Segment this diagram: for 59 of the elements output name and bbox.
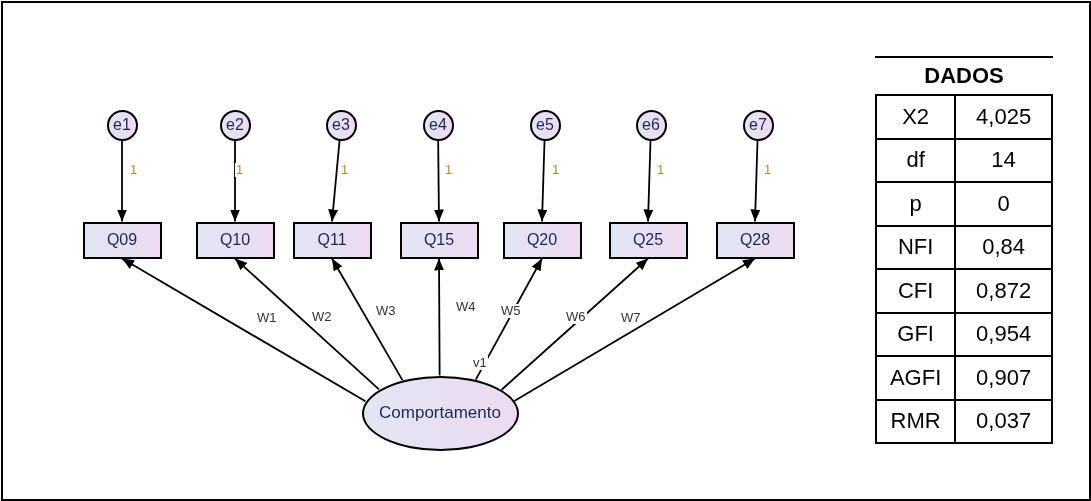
- fit-index-cell: NFI: [876, 225, 956, 269]
- fit-index-cell: AGFI: [876, 356, 956, 400]
- arrow: [474, 257, 543, 381]
- edge-label: 1: [444, 163, 454, 177]
- edge-label: W2: [311, 310, 333, 324]
- arrow: [537, 139, 548, 223]
- fit-index-cell: RMR: [876, 399, 956, 443]
- fit-index-cell: CFI: [876, 269, 956, 313]
- arrow: [643, 139, 654, 223]
- fit-index-cell: p: [876, 182, 956, 226]
- variable-box: Q25: [608, 221, 688, 259]
- edge-label: W6: [565, 310, 587, 324]
- error-circle: e1: [106, 109, 138, 141]
- fit-value-cell: 0,872: [955, 269, 1052, 313]
- arrow: [434, 257, 445, 377]
- edge-label: 1: [235, 163, 245, 177]
- variable-box: Q28: [715, 221, 795, 259]
- edge-label: 1: [551, 163, 561, 177]
- error-circle: e6: [635, 109, 667, 141]
- error-circle: e5: [529, 109, 561, 141]
- edge-label: W4: [455, 300, 477, 314]
- edge-label: W5: [500, 304, 522, 318]
- fit-index-cell: X2: [876, 95, 956, 139]
- arrow: [500, 257, 649, 391]
- edge-label: W7: [620, 311, 642, 325]
- latent-ellipse: Comportamento: [361, 375, 519, 451]
- variable-box: Q15: [399, 221, 479, 259]
- arrow: [117, 139, 127, 223]
- fit-value-cell: 4,025: [955, 95, 1052, 139]
- fit-value-cell: 0,84: [955, 225, 1052, 269]
- variable-box: Q20: [502, 221, 582, 259]
- edge-label: 1: [656, 163, 666, 177]
- arrow: [433, 139, 444, 223]
- variable-box: Q11: [292, 221, 372, 259]
- edge-label: W1: [256, 311, 278, 325]
- fit-value-cell: 0: [955, 182, 1052, 226]
- arrow: [750, 139, 761, 223]
- error-circle: e4: [422, 109, 454, 141]
- arrow: [328, 139, 341, 223]
- error-circle: e3: [325, 109, 357, 141]
- edge-label: 1: [340, 163, 350, 177]
- edge-label: 1: [129, 163, 139, 177]
- edge-label: 1: [763, 163, 773, 177]
- fit-value-cell: 14: [955, 138, 1052, 182]
- arrow: [234, 257, 380, 391]
- table-title: DADOS: [923, 62, 1005, 90]
- fit-index-cell: df: [876, 138, 956, 182]
- fit-value-cell: 0,954: [955, 312, 1052, 356]
- arrow: [230, 139, 240, 223]
- variable-box: Q10: [195, 221, 275, 259]
- variance-label: v1: [472, 356, 488, 370]
- fit-index-cell: GFI: [876, 312, 956, 356]
- fit-value-cell: 0,907: [955, 356, 1052, 400]
- variable-box: Q09: [82, 221, 162, 259]
- arrow: [331, 257, 404, 381]
- error-circle: e7: [742, 109, 774, 141]
- fit-value-cell: 0,037: [955, 399, 1052, 443]
- error-circle: e2: [219, 109, 251, 141]
- edge-label: W3: [375, 304, 397, 318]
